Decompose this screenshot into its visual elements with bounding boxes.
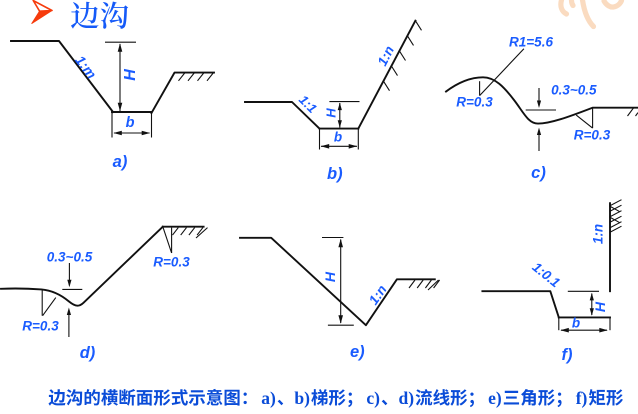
svg-text:c): c) (366, 388, 380, 408)
svg-text:e): e) (488, 388, 502, 408)
svg-text:a): a) (261, 388, 276, 408)
svg-text:d): d) (399, 388, 415, 408)
svg-text:b): b) (294, 388, 310, 408)
svg-text:f): f) (576, 388, 588, 408)
